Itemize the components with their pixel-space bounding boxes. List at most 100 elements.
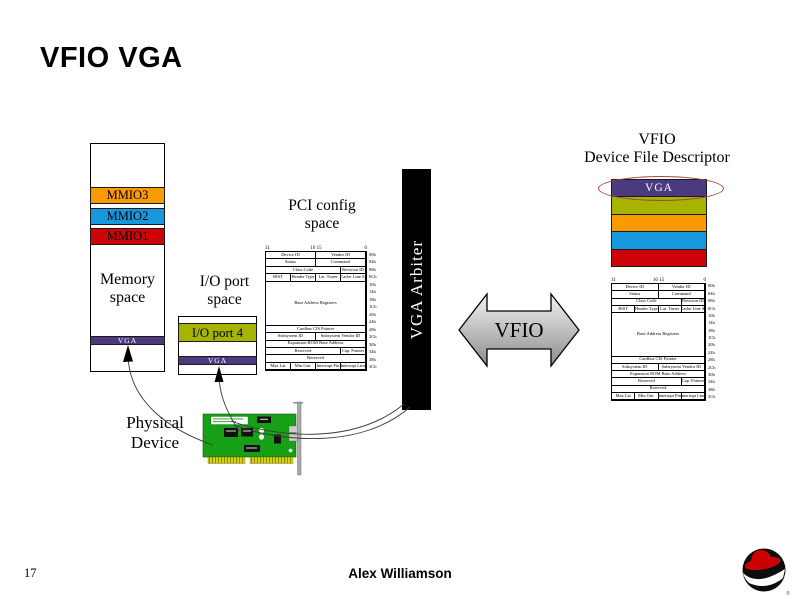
pci-offset-label: 04h (708, 290, 715, 296)
pci-offset-label: 2Ch (708, 364, 716, 370)
pci-bit-axis: 31 16 15 0 (611, 276, 706, 283)
pci-cell: Class Code (612, 298, 682, 306)
pci-cell: Lat. Timer (316, 274, 341, 282)
pci-offset-label: 10h (369, 281, 376, 287)
pci-cell: Command (316, 259, 366, 267)
pci-cell: Status (266, 259, 316, 267)
pci-offset-label: 24h (708, 349, 715, 355)
pci-offset-label: 3Ch (369, 364, 377, 369)
pci-offset-label: 0Ch (708, 305, 716, 311)
pci-cell: Cap. Pointer (341, 347, 366, 356)
edge-connector (207, 456, 246, 464)
pci-row: Base Address Registers (612, 313, 705, 357)
pci-row: Expansion ROM Base Address (612, 371, 705, 379)
pci-cell: Cardbus CIS Pointer (612, 356, 705, 364)
io-port-space-label: I/O port space (199, 273, 250, 308)
pci-cell: BIST (612, 305, 636, 313)
axis-bit-0: 0 (703, 278, 707, 283)
pci-offset-label: 00h (369, 251, 376, 257)
pci-cell: Reserved (612, 385, 705, 393)
pci-offset-label: 20h (369, 311, 376, 317)
pci-offset-label: 08h (708, 298, 715, 304)
pci-cell: Revision ID (681, 298, 705, 306)
pci-offset-label: 20h (708, 342, 715, 348)
pci-cell: Expansion ROM Base Address (266, 340, 366, 348)
pci-offset-label: 14h (708, 320, 715, 326)
pci-cell: Base Address Registers (266, 281, 366, 326)
page-number: 17 (24, 566, 37, 580)
memory-space-column: MMIO3 MMIO2 MMIO1 Memory space VGA (90, 143, 165, 372)
pci-cell: Device ID (266, 252, 316, 260)
pci-cell: Status (612, 291, 659, 299)
pci-cell: Revision ID (341, 266, 366, 275)
pci-offset-label: 28h (708, 357, 715, 363)
pci-offset-label: 2Ch (369, 334, 377, 339)
pci-offset-label: 38h (369, 356, 376, 362)
pci-cell: Interrupt Line (681, 392, 705, 400)
pci-offset-label: 04h (369, 259, 376, 264)
mmio2-band: MMIO2 (90, 208, 165, 225)
pci-cell: Vendor ID (316, 252, 366, 260)
axis-bit-31: 31 (265, 246, 270, 251)
pci-cell: Device ID (612, 284, 659, 292)
pci-offset-label: 08h (369, 266, 376, 272)
pci-offset-label: 18h (708, 327, 715, 333)
slide-title: VFIO VGA (40, 42, 183, 74)
vfio-descriptor-title: VFIO Device File Descriptor (584, 131, 730, 167)
pci-cell: Reserved (266, 355, 366, 363)
pci-cell: Interrupt Pin (658, 392, 682, 400)
pci-cell: BIST (266, 274, 291, 282)
pci-cell: Subsystem ID (266, 333, 316, 341)
pci-cell: Header Type (291, 274, 316, 282)
pci-cell: Cache Line S. (681, 305, 705, 313)
pci-offset-label: 24h (369, 319, 376, 324)
edge-connector (249, 456, 294, 464)
pci-row: Base Address Registers (266, 281, 366, 326)
pci-offset-label: 1Ch (708, 335, 716, 341)
pci-offset-label: 3Ch (708, 394, 716, 400)
pci-row: Reserved (266, 355, 366, 363)
pci-cell: Cache Line S. (341, 274, 366, 282)
pci-offset-label: 28h (369, 326, 376, 332)
pci-cell: Header Type (635, 305, 659, 313)
memory-vga-band: VGA (90, 336, 165, 345)
descriptor-mmio3-band (611, 213, 707, 233)
redhat-logo: ® (742, 548, 790, 597)
physical-device-label: Physical Device (126, 413, 184, 452)
pci-cell: Min Gnt. (291, 362, 316, 370)
pci-card-image (202, 401, 303, 476)
pci-offset-label: 1Ch (369, 304, 377, 309)
pci-cell: Command (658, 291, 705, 299)
card-bracket (297, 401, 302, 476)
pci-row: Expansion ROM Base Address (266, 340, 366, 348)
memory-space-label: Memory space (99, 271, 156, 307)
registered-mark: ® (786, 590, 790, 597)
card-label-sticker (210, 416, 249, 425)
pci-config-space-label: PCI config space (288, 197, 356, 232)
pci-row: Cardbus CIS Pointer (266, 325, 366, 334)
pci-cell: Subsystem Vendor ID (658, 363, 705, 371)
axis-bit-0: 0 (364, 246, 368, 251)
pci-offset-label: 30h (708, 371, 715, 377)
pci-row: Cardbus CIS Pointer (612, 356, 705, 364)
io-vga-band: VGA (178, 356, 257, 365)
vga-highlight-ellipse (598, 176, 724, 201)
pci-cell: Subsystem ID (612, 363, 659, 371)
bracket-port (288, 425, 298, 433)
vga-arbiter-bar: VGA Arbiter (402, 169, 431, 410)
vga-arbiter-label: VGA Arbiter (406, 239, 426, 340)
bracket-port (288, 433, 298, 442)
